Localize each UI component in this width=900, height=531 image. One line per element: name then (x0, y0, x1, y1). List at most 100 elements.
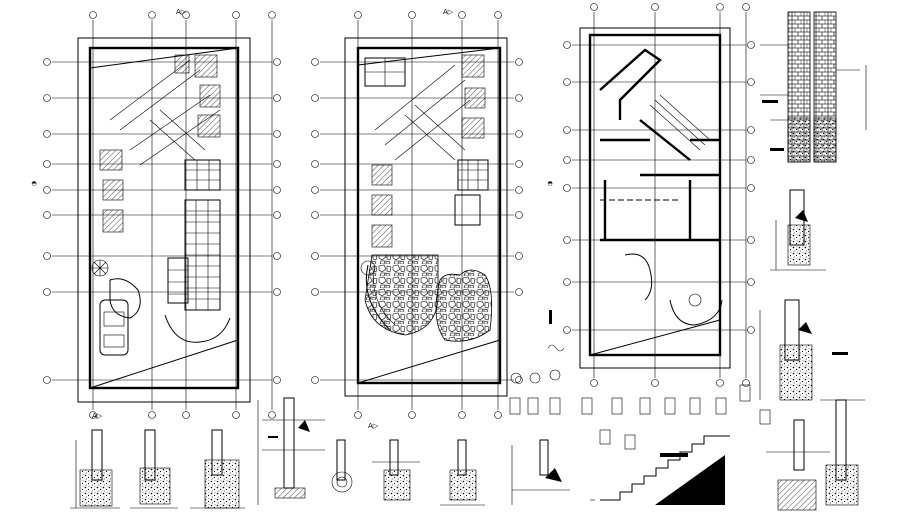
grid-bubble (43, 211, 51, 219)
grid-bubble (273, 58, 281, 66)
grid-bubble (182, 11, 190, 19)
grid-bubble (89, 11, 97, 19)
footing-detail (130, 429, 178, 509)
grid-bubble (43, 130, 51, 138)
grid-bubble (515, 58, 523, 66)
grid-bubble (494, 411, 502, 419)
grid-bubble (747, 278, 755, 286)
grid-bubble (273, 376, 281, 384)
grid-bubble (458, 11, 466, 19)
grid-bubble (590, 3, 598, 11)
grid-bubble (494, 11, 502, 19)
grid-bubble (747, 326, 755, 334)
grid-bubble (89, 411, 97, 419)
footing-details-row (70, 397, 865, 511)
grid-bubble (651, 3, 659, 11)
grid-bubble (563, 78, 571, 86)
grid-bubble (354, 411, 362, 419)
small-details-cluster (509, 310, 771, 450)
grid-bubble (563, 236, 571, 244)
grid-bubble (515, 288, 523, 296)
grid-bubble (515, 252, 523, 260)
grid-bubble (747, 78, 755, 86)
floor-plan-right: ◓ (547, 3, 755, 387)
footing-detail (331, 439, 353, 493)
grid-bubble (43, 186, 51, 194)
grid-bubble (273, 252, 281, 260)
stair-diagonal (109, 59, 221, 166)
footing-detail (766, 419, 830, 511)
floor-plan-middle: A▷ A▷ (311, 8, 523, 430)
grid-bubble (563, 278, 571, 286)
grid-bubble (273, 288, 281, 296)
grid-bubble (43, 58, 51, 66)
svg-text:A▷: A▷ (92, 412, 103, 420)
grid-bubble (563, 41, 571, 49)
planters (99, 54, 221, 233)
grid-bubble (747, 184, 755, 192)
svg-text:A▷: A▷ (368, 422, 379, 430)
grid-bubble (148, 11, 156, 19)
grid-bubble (232, 411, 240, 419)
grid-bubble (273, 211, 281, 219)
svg-text:A▷: A▷ (176, 8, 187, 16)
grid-bubble (354, 11, 362, 19)
grid-bubble (268, 411, 276, 419)
grid-bubble (515, 211, 523, 219)
plan-middle-grid (311, 11, 523, 419)
grid-bubble (515, 94, 523, 102)
tiled-area (167, 199, 221, 311)
grid-bubble (563, 184, 571, 192)
grid-bubble (311, 160, 319, 168)
grid-bubble (273, 94, 281, 102)
grid-bubble (43, 288, 51, 296)
grid-bubble (43, 252, 51, 260)
grid-bubble (311, 186, 319, 194)
floor-plan-left: ◓ A▷ A▷ (31, 8, 281, 420)
grid-bubble (747, 126, 755, 134)
car-symbol (99, 299, 129, 356)
grid-bubble (590, 379, 598, 387)
plan-left-grid (43, 11, 281, 419)
grid-bubble (716, 3, 724, 11)
grid-bubble (311, 58, 319, 66)
stair-diagonal (374, 64, 471, 161)
grid-bubble (747, 156, 755, 164)
grid-bubble (311, 211, 319, 219)
grid-bubble (43, 94, 51, 102)
svg-text:A▷: A▷ (443, 8, 454, 16)
grid-bubble (563, 126, 571, 134)
footing-detail (511, 439, 570, 505)
grid-bubble (408, 411, 416, 419)
wall-section-column (759, 11, 867, 401)
footing-detail (372, 439, 420, 501)
interior-walls (599, 48, 720, 242)
stone-patio (364, 254, 493, 342)
footing-detail (190, 429, 245, 509)
grid-bubble (515, 376, 523, 384)
grid-bubble (311, 94, 319, 102)
footing-detail (820, 399, 865, 506)
footing-detail (70, 429, 120, 509)
grid-bubble (311, 376, 319, 384)
grid-bubble (515, 186, 523, 194)
stair-diagonal (649, 94, 711, 151)
grid-bubble (716, 379, 724, 387)
svg-text:◓: ◓ (547, 180, 552, 187)
grid-bubble (311, 130, 319, 138)
grid-bubble (273, 186, 281, 194)
grid-bubble (651, 379, 659, 387)
grid-bubble (563, 326, 571, 334)
planters (371, 54, 486, 248)
grid-bubble (43, 160, 51, 168)
grid-bubble (747, 41, 755, 49)
staircase-section (590, 435, 730, 505)
grid-bubble (182, 411, 190, 419)
grid-bubble (747, 236, 755, 244)
grid-bubble (742, 379, 750, 387)
grid-bubble (273, 160, 281, 168)
grid-bubble (515, 130, 523, 138)
svg-text:◓: ◓ (31, 180, 36, 187)
grid-bubble (458, 411, 466, 419)
